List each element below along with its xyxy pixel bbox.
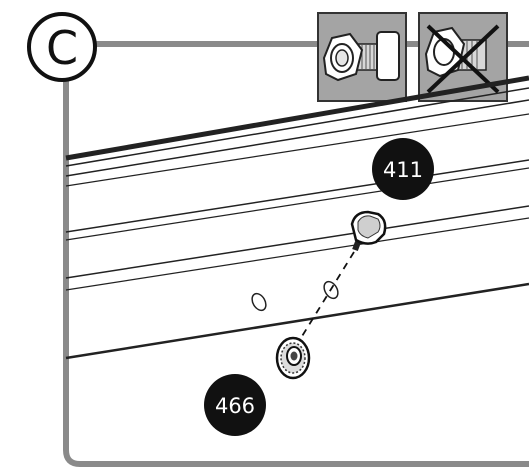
step-label: C — [46, 21, 78, 75]
bolt-with-nut-icon — [317, 12, 407, 102]
part-callout-466: 466 — [204, 374, 266, 436]
part-callout-411: 411 — [372, 138, 434, 200]
alignment-dashed-line — [295, 251, 355, 347]
rail-panel — [65, 75, 529, 360]
part-number-466: 466 — [215, 394, 255, 418]
nut-crossed-out-icon — [418, 12, 508, 102]
step-badge: C — [27, 12, 97, 82]
bolt-part — [350, 210, 387, 252]
flange-nut-part — [275, 336, 311, 380]
mounting-holes — [251, 280, 339, 312]
part-number-411: 411 — [383, 158, 423, 182]
